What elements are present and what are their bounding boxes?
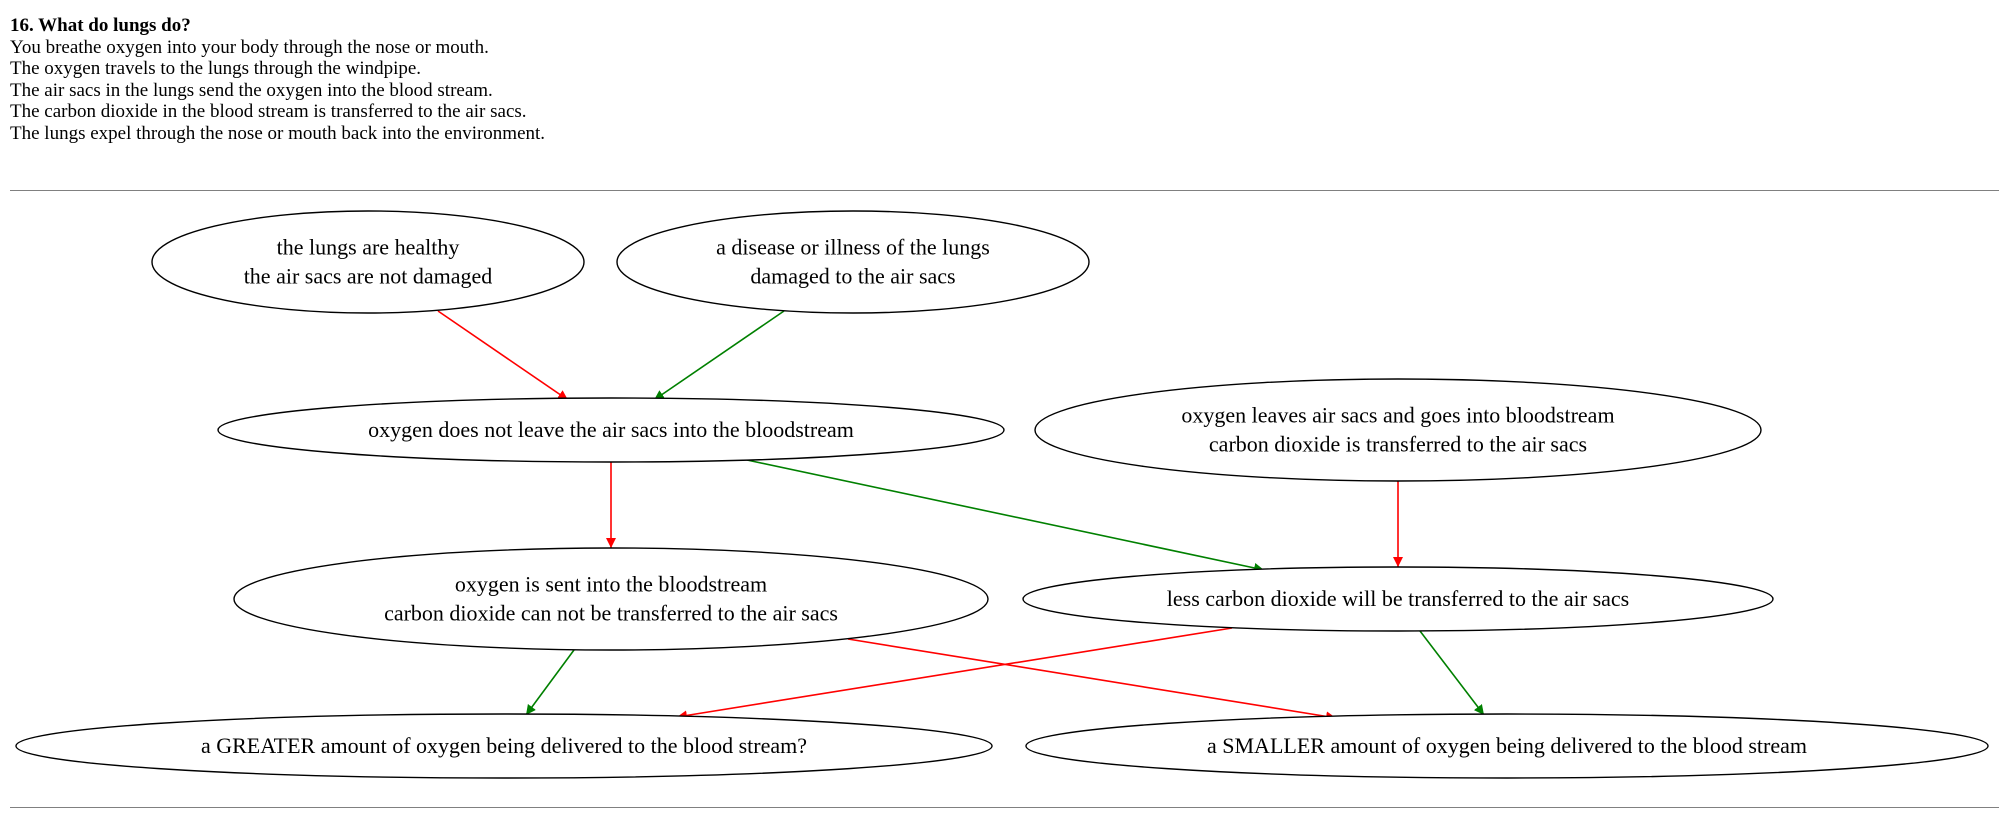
question-line: The oxygen travels to the lungs through … xyxy=(10,58,422,79)
node-ellipse xyxy=(616,210,1090,314)
node-label: a SMALLER amount of oxygen being deliver… xyxy=(1207,733,1807,758)
node-label: carbon dioxide can not be transferred to… xyxy=(384,601,838,626)
node-oxygen-sent: oxygen is sent into the bloodstream carbo… xyxy=(233,547,989,651)
node-ellipse xyxy=(217,397,1005,463)
edges-layer xyxy=(437,310,1485,722)
node-ellipse xyxy=(15,713,993,779)
node-less-co2: less carbon dioxide will be transferred … xyxy=(1022,566,1774,632)
node-label: damaged to the air sacs xyxy=(750,264,955,289)
question-block: 16. What do lungs do? You breathe oxygen… xyxy=(10,15,1110,144)
edge-oxygen-not-leave-to-less-co2 xyxy=(746,459,1265,573)
node-oxygen-leaves: oxygen leaves air sacs and goes into blo… xyxy=(1034,378,1762,482)
edge-oxygen-sent-to-greater-oxygen xyxy=(525,649,575,716)
question-line: The lungs expel through the nose or mout… xyxy=(10,122,546,144)
question-title: 16. What do lungs do? xyxy=(10,15,191,36)
node-label: less carbon dioxide will be transferred … xyxy=(1167,586,1629,611)
edge-oxygen-sent-to-smaller-oxygen xyxy=(847,638,1337,722)
nodes-layer: the lungs are healthy the air sacs are no… xyxy=(15,210,1989,779)
node-lungs-healthy: the lungs are healthy the air sacs are no… xyxy=(151,210,585,314)
node-oxygen-not-leave: oxygen does not leave the air sacs into … xyxy=(217,397,1005,463)
edge-less-co2-to-smaller-oxygen xyxy=(1419,630,1485,716)
top-divider xyxy=(10,190,1999,191)
node-label: oxygen leaves air sacs and goes into blo… xyxy=(1181,403,1614,428)
node-lung-disease: a disease or illness of the lungs damaged… xyxy=(616,210,1090,314)
node-label: the lungs are healthy xyxy=(277,235,460,260)
node-label: a GREATER amount of oxygen being deliver… xyxy=(201,733,807,758)
edge-lung-disease-to-oxygen-not-leave xyxy=(653,310,785,401)
node-label: the air sacs are not damaged xyxy=(244,264,493,289)
question-line: The carbon dioxide in the blood stream i… xyxy=(10,101,527,122)
node-ellipse xyxy=(151,210,585,314)
node-label: a disease or illness of the lungs xyxy=(716,235,990,260)
node-ellipse xyxy=(233,547,989,651)
node-ellipse xyxy=(1034,378,1762,482)
node-smaller-oxygen: a SMALLER amount of oxygen being deliver… xyxy=(1025,713,1989,779)
edge-less-co2-to-greater-oxygen xyxy=(676,627,1233,721)
node-ellipse xyxy=(1025,713,1989,779)
bottom-divider xyxy=(10,807,1999,808)
node-ellipse xyxy=(1022,566,1774,632)
question-line: The air sacs in the lungs send the oxyge… xyxy=(10,79,493,101)
node-greater-oxygen: a GREATER amount of oxygen being deliver… xyxy=(15,713,993,779)
question-line: You breathe oxygen into your body throug… xyxy=(10,36,489,58)
node-label: oxygen is sent into the bloodstream xyxy=(455,572,767,597)
node-label: carbon dioxide is transferred to the air… xyxy=(1209,432,1587,457)
edge-lungs-healthy-to-oxygen-not-leave xyxy=(437,310,569,401)
node-label: oxygen does not leave the air sacs into … xyxy=(368,417,854,442)
